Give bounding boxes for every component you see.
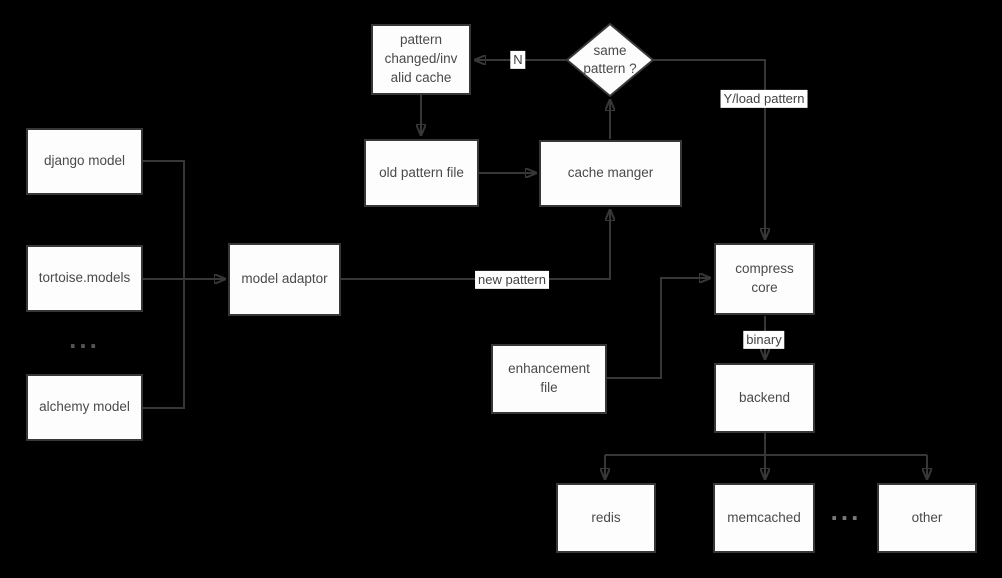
ellipsis-bottom: ... — [830, 496, 862, 526]
node-cache-manger: cache manger — [539, 140, 682, 207]
node-tortoise-models-label: tortoise.models — [38, 270, 131, 286]
node-django-model-label: django model — [43, 153, 126, 169]
node-enhancement-file: enhancement file — [491, 344, 607, 414]
node-same-pattern-diamond — [565, 22, 655, 98]
node-memcached-label: memcached — [727, 509, 801, 525]
edge-model-adaptor-to-cache-manger — [341, 211, 610, 280]
node-pattern-changed-invalid-cache-label: pattern changed/inv alid cache — [384, 32, 458, 85]
node-alchemy-model-label: alchemy model — [39, 399, 130, 415]
node-backend-label: backend — [738, 389, 791, 405]
node-compress-core: compress core — [714, 243, 815, 315]
node-model-adaptor-label: model adaptor — [241, 271, 328, 287]
edge-label-new-pattern: new pattern — [475, 270, 549, 290]
node-backend: backend — [714, 363, 815, 433]
node-memcached: memcached — [713, 483, 815, 553]
node-other-label: other — [911, 509, 943, 525]
node-model-adaptor: model adaptor — [228, 243, 341, 316]
edge-label-binary: binary — [743, 330, 785, 350]
node-cache-manger-label: cache manger — [567, 165, 654, 181]
node-compress-core-label: compress core — [735, 261, 794, 295]
node-old-pattern-file: old pattern file — [364, 139, 479, 207]
node-redis: redis — [556, 483, 656, 553]
node-enhancement-file-label: enhancement file — [508, 361, 590, 395]
node-django-model: django model — [26, 128, 143, 195]
edge-label-yes-load-pattern: Y/load pattern — [720, 89, 808, 109]
edge-label-no: N — [510, 50, 526, 70]
node-pattern-changed-invalid-cache: pattern changed/inv alid cache — [371, 24, 471, 95]
edge-same-pattern-yes-to-compress-core — [653, 59, 765, 238]
ellipsis-left: ... — [69, 324, 100, 354]
node-alchemy-model: alchemy model — [26, 374, 143, 441]
node-redis-label: redis — [591, 509, 621, 525]
node-other: other — [877, 483, 977, 553]
node-old-pattern-file-label: old pattern file — [379, 164, 464, 180]
node-tortoise-models: tortoise.models — [26, 245, 143, 312]
edge-enhancement-to-compress-core — [607, 278, 709, 379]
